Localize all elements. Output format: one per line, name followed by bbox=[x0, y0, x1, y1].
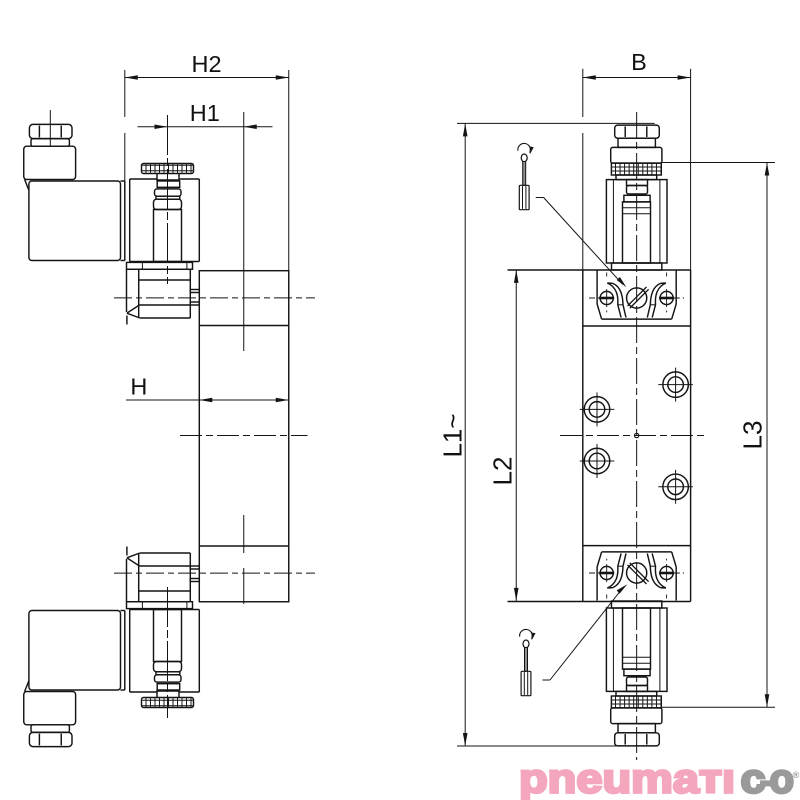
svg-text:B: B bbox=[631, 49, 647, 75]
svg-text:L2: L2 bbox=[488, 457, 518, 486]
svg-text:®: ® bbox=[793, 770, 800, 780]
svg-text:c: c bbox=[741, 756, 766, 800]
svg-text:L3: L3 bbox=[738, 421, 768, 450]
svg-text:o: o bbox=[770, 756, 795, 800]
svg-text:H: H bbox=[130, 374, 147, 400]
svg-text:H2: H2 bbox=[191, 51, 221, 77]
svg-text:H1: H1 bbox=[190, 100, 220, 126]
svg-text:L1~: L1~ bbox=[438, 413, 468, 457]
svg-text:pneumaтı: pneumaтı bbox=[519, 756, 735, 800]
